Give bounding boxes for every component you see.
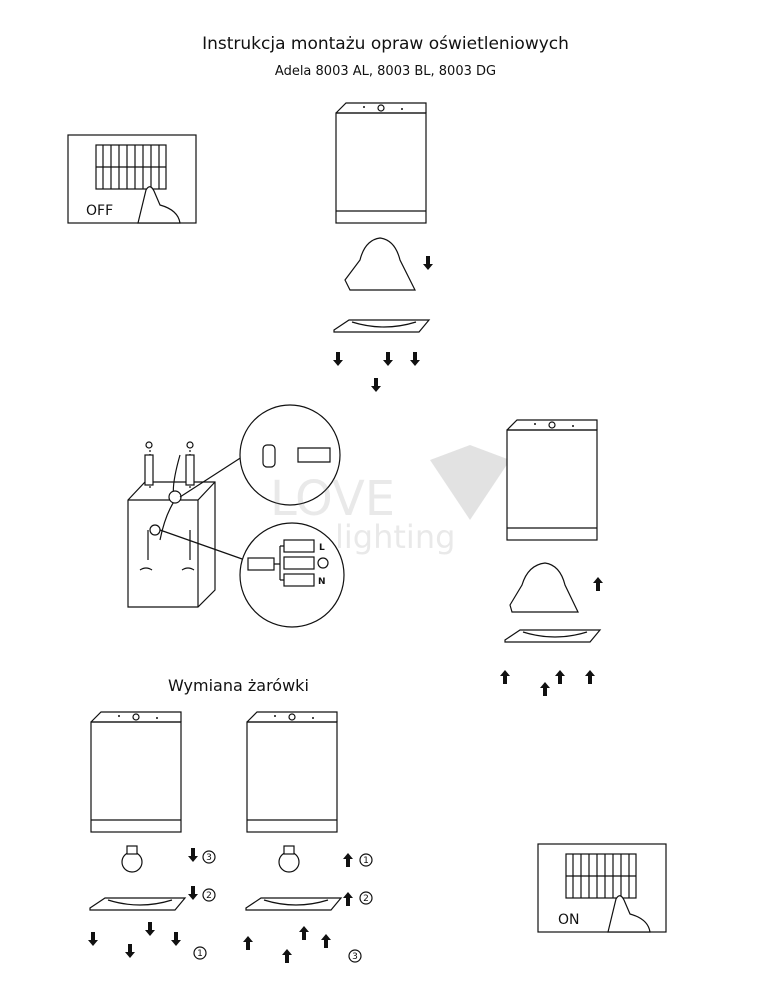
bulb-section-title: Wymiana żarówki <box>168 676 309 695</box>
on-label: ON <box>558 912 580 928</box>
bottom-plate <box>333 319 430 333</box>
svg-text:1: 1 <box>363 856 369 866</box>
earth-icon <box>317 557 329 569</box>
connector-detail-circle <box>239 404 341 506</box>
page-subtitle: Adela 8003 AL, 8003 BL, 8003 DG <box>274 64 497 79</box>
neutral-label: N <box>318 577 326 587</box>
svg-text:1: 1 <box>197 949 203 959</box>
live-label: L <box>319 543 325 553</box>
lamp-assembly <box>500 419 603 696</box>
power-on-panel: ON <box>537 843 667 933</box>
bulb-removal-diagram: 3 2 1 <box>88 711 216 960</box>
watermark-logo: LOVE lighting <box>270 445 510 556</box>
svg-text:3: 3 <box>206 853 212 863</box>
off-label: OFF <box>86 203 113 219</box>
svg-text:3: 3 <box>352 952 358 962</box>
mounting-diagram: L N <box>127 404 345 628</box>
bulb-install-diagram: 1 2 3 <box>243 711 373 963</box>
cone-shade <box>344 237 416 291</box>
svg-text:lighting: lighting <box>335 518 455 556</box>
power-off-panel: OFF <box>67 134 197 224</box>
lamp-disassembly <box>333 102 433 392</box>
svg-text:2: 2 <box>363 894 369 904</box>
page-title: Instrukcja montażu opraw oświetleniowych <box>202 34 569 54</box>
svg-text:LOVE: LOVE <box>270 471 395 527</box>
svg-text:2: 2 <box>206 891 212 901</box>
